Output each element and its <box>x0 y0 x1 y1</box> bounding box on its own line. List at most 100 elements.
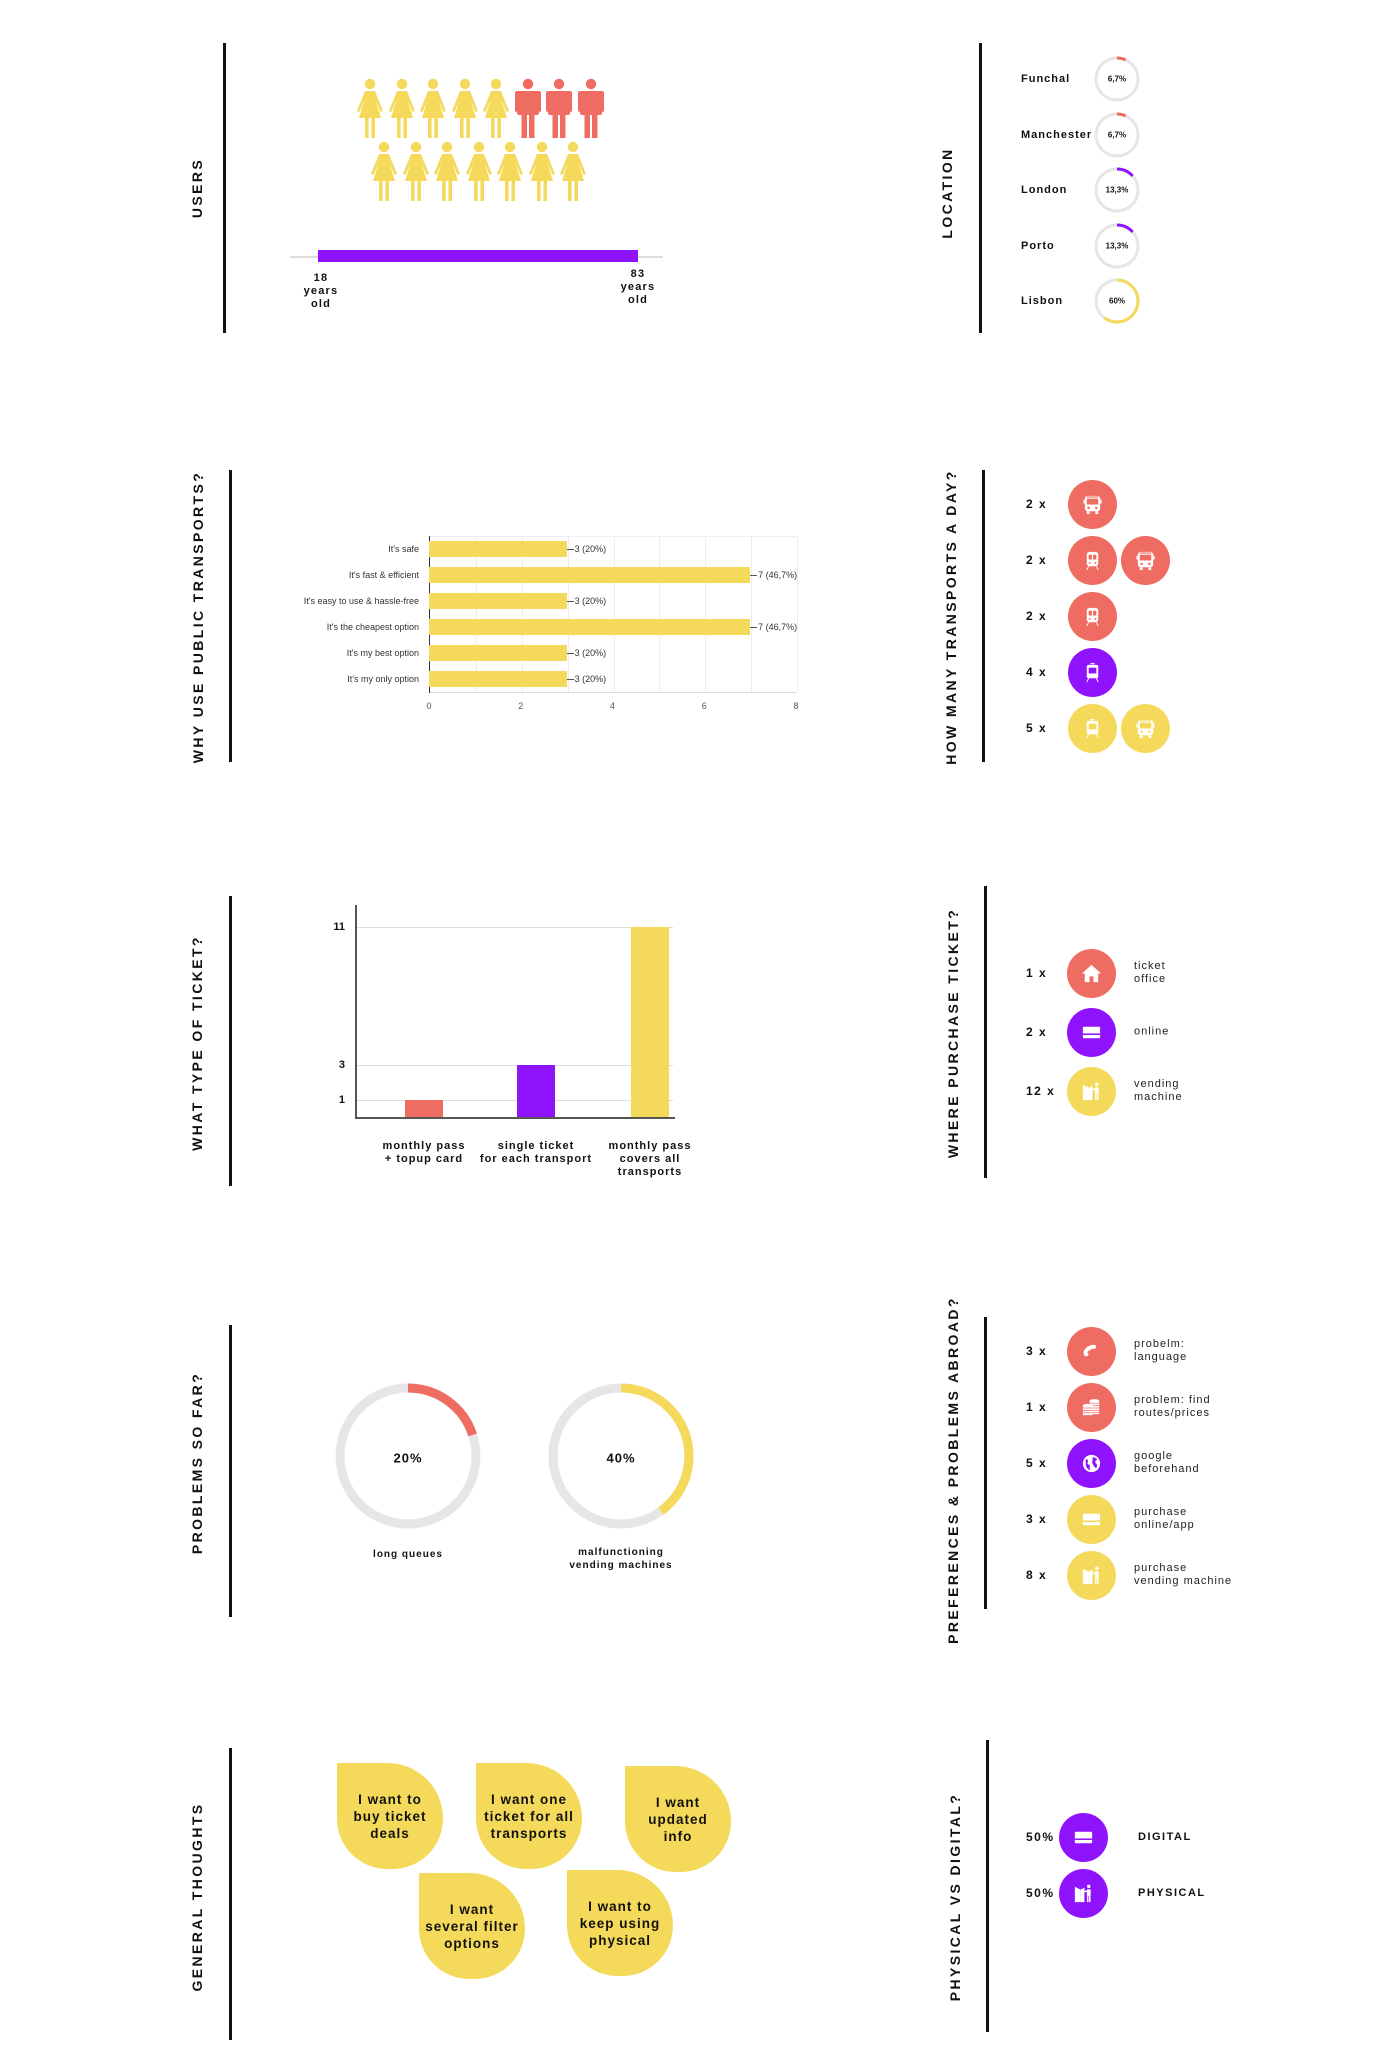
bar-category-label: It's easy to use & hassle-free <box>303 596 419 606</box>
people-row-bottom <box>371 141 586 203</box>
gridline <box>357 926 673 928</box>
woman-icon <box>371 141 397 201</box>
bar-category-label: It's the cheapest option <box>326 622 419 632</box>
x-tick-label: 8 <box>793 701 799 711</box>
train-icon <box>1081 605 1104 628</box>
problems-title: PROBLEMS SO FAR? <box>189 1371 205 1555</box>
purchase-label: online <box>1134 1025 1170 1038</box>
gridline <box>705 536 707 693</box>
transport-badge <box>1067 591 1117 641</box>
purchase-count: 12 x <box>1026 1084 1056 1098</box>
purchase-title: WHERE PURCHASE TICKET? <box>945 907 961 1159</box>
bus-icon <box>1134 549 1157 572</box>
bar-value-label: 7 (46,7%) <box>758 622 798 632</box>
bar <box>631 926 669 1117</box>
bus-icon <box>1081 493 1104 516</box>
label-leader <box>566 653 574 654</box>
woman-icon <box>452 78 478 138</box>
location-pct: 13,3% <box>1105 185 1129 195</box>
woman-icon <box>497 141 523 201</box>
problem-donut <box>331 1379 485 1533</box>
man-icon <box>578 78 604 138</box>
gridline <box>357 1065 673 1067</box>
abroad-count: 3 x <box>1026 1512 1048 1526</box>
purchase-count: 2 x <box>1026 1025 1048 1039</box>
label-leader <box>750 575 758 576</box>
transport-badge <box>1067 647 1117 697</box>
man-icon <box>515 78 541 138</box>
purchase-badge <box>1066 1007 1116 1057</box>
pd-badge <box>1058 1868 1108 1918</box>
location-pct: 60% <box>1108 296 1126 306</box>
bar-value-label: 3 (20%) <box>574 648 607 658</box>
globe-icon <box>1080 1452 1103 1475</box>
abroad-badge <box>1066 1326 1116 1376</box>
physical-digital-divider <box>986 1740 989 2032</box>
abroad-badge <box>1066 1438 1116 1488</box>
transport-badge <box>1120 703 1170 753</box>
transport-badge <box>1067 479 1117 529</box>
age-max-unit: years old <box>620 281 656 306</box>
problem-label: long queues <box>373 1549 443 1560</box>
abroad-count: 3 x <box>1026 1344 1048 1358</box>
woman-icon <box>420 78 446 138</box>
abroad-badge <box>1066 1382 1116 1432</box>
x-category-label: monthly pass+ topup card <box>382 1140 466 1165</box>
y-axis <box>355 905 357 1117</box>
transport-badge <box>1067 703 1117 753</box>
gridline <box>357 1099 673 1101</box>
transport-count: 2 x <box>1026 553 1048 567</box>
transport-count: 2 x <box>1026 609 1048 623</box>
vending-machine-icon <box>1080 1080 1103 1103</box>
purchase-badge <box>1066 948 1116 998</box>
purchase-badge <box>1066 1066 1116 1116</box>
card-icon <box>1080 1508 1103 1531</box>
transports-day-title: HOW MANY TRANSPORTS A DAY? <box>943 469 959 765</box>
thoughts-title: GENERAL THOUGHTS <box>189 1802 205 1992</box>
location-title: LOCATION <box>939 147 955 239</box>
gridline <box>613 536 615 693</box>
label-leader <box>566 601 574 602</box>
location-city-label: Lisbon <box>1021 295 1064 307</box>
woman-icon <box>466 141 492 201</box>
vending-machine-icon <box>1080 1564 1103 1587</box>
age-max-label: 83 years old <box>610 268 666 307</box>
ticket-type-divider <box>229 896 232 1186</box>
woman-icon <box>403 141 429 201</box>
users-divider <box>223 43 226 333</box>
x-tick-label: 4 <box>609 701 616 711</box>
bar-value-label: 7 (46,7%) <box>758 570 798 580</box>
coins-icon <box>1080 1396 1103 1419</box>
x-tick-label: 0 <box>426 701 432 711</box>
transport-badge <box>1067 535 1117 585</box>
location-pct: 6,7% <box>1107 74 1127 84</box>
woman-icon <box>483 78 509 138</box>
problem-pct: 40% <box>606 1450 636 1466</box>
gridline <box>521 536 523 693</box>
gridline <box>659 536 661 693</box>
gridline <box>567 536 569 693</box>
bar-category-label: It's my best option <box>346 648 419 658</box>
y-tick-label: 1 <box>338 1093 345 1106</box>
purchase-divider <box>984 886 987 1178</box>
abroad-count: 1 x <box>1026 1400 1048 1414</box>
label-leader <box>750 627 758 628</box>
tram-icon <box>1081 661 1104 684</box>
location-ring <box>1093 277 1141 325</box>
house-icon <box>1080 962 1103 985</box>
abroad-divider <box>984 1317 987 1609</box>
age-min-value: 18 <box>313 272 329 284</box>
location-divider <box>979 43 982 333</box>
x-axis <box>430 692 796 693</box>
age-range-bar <box>318 250 638 262</box>
problems-divider <box>229 1325 232 1617</box>
